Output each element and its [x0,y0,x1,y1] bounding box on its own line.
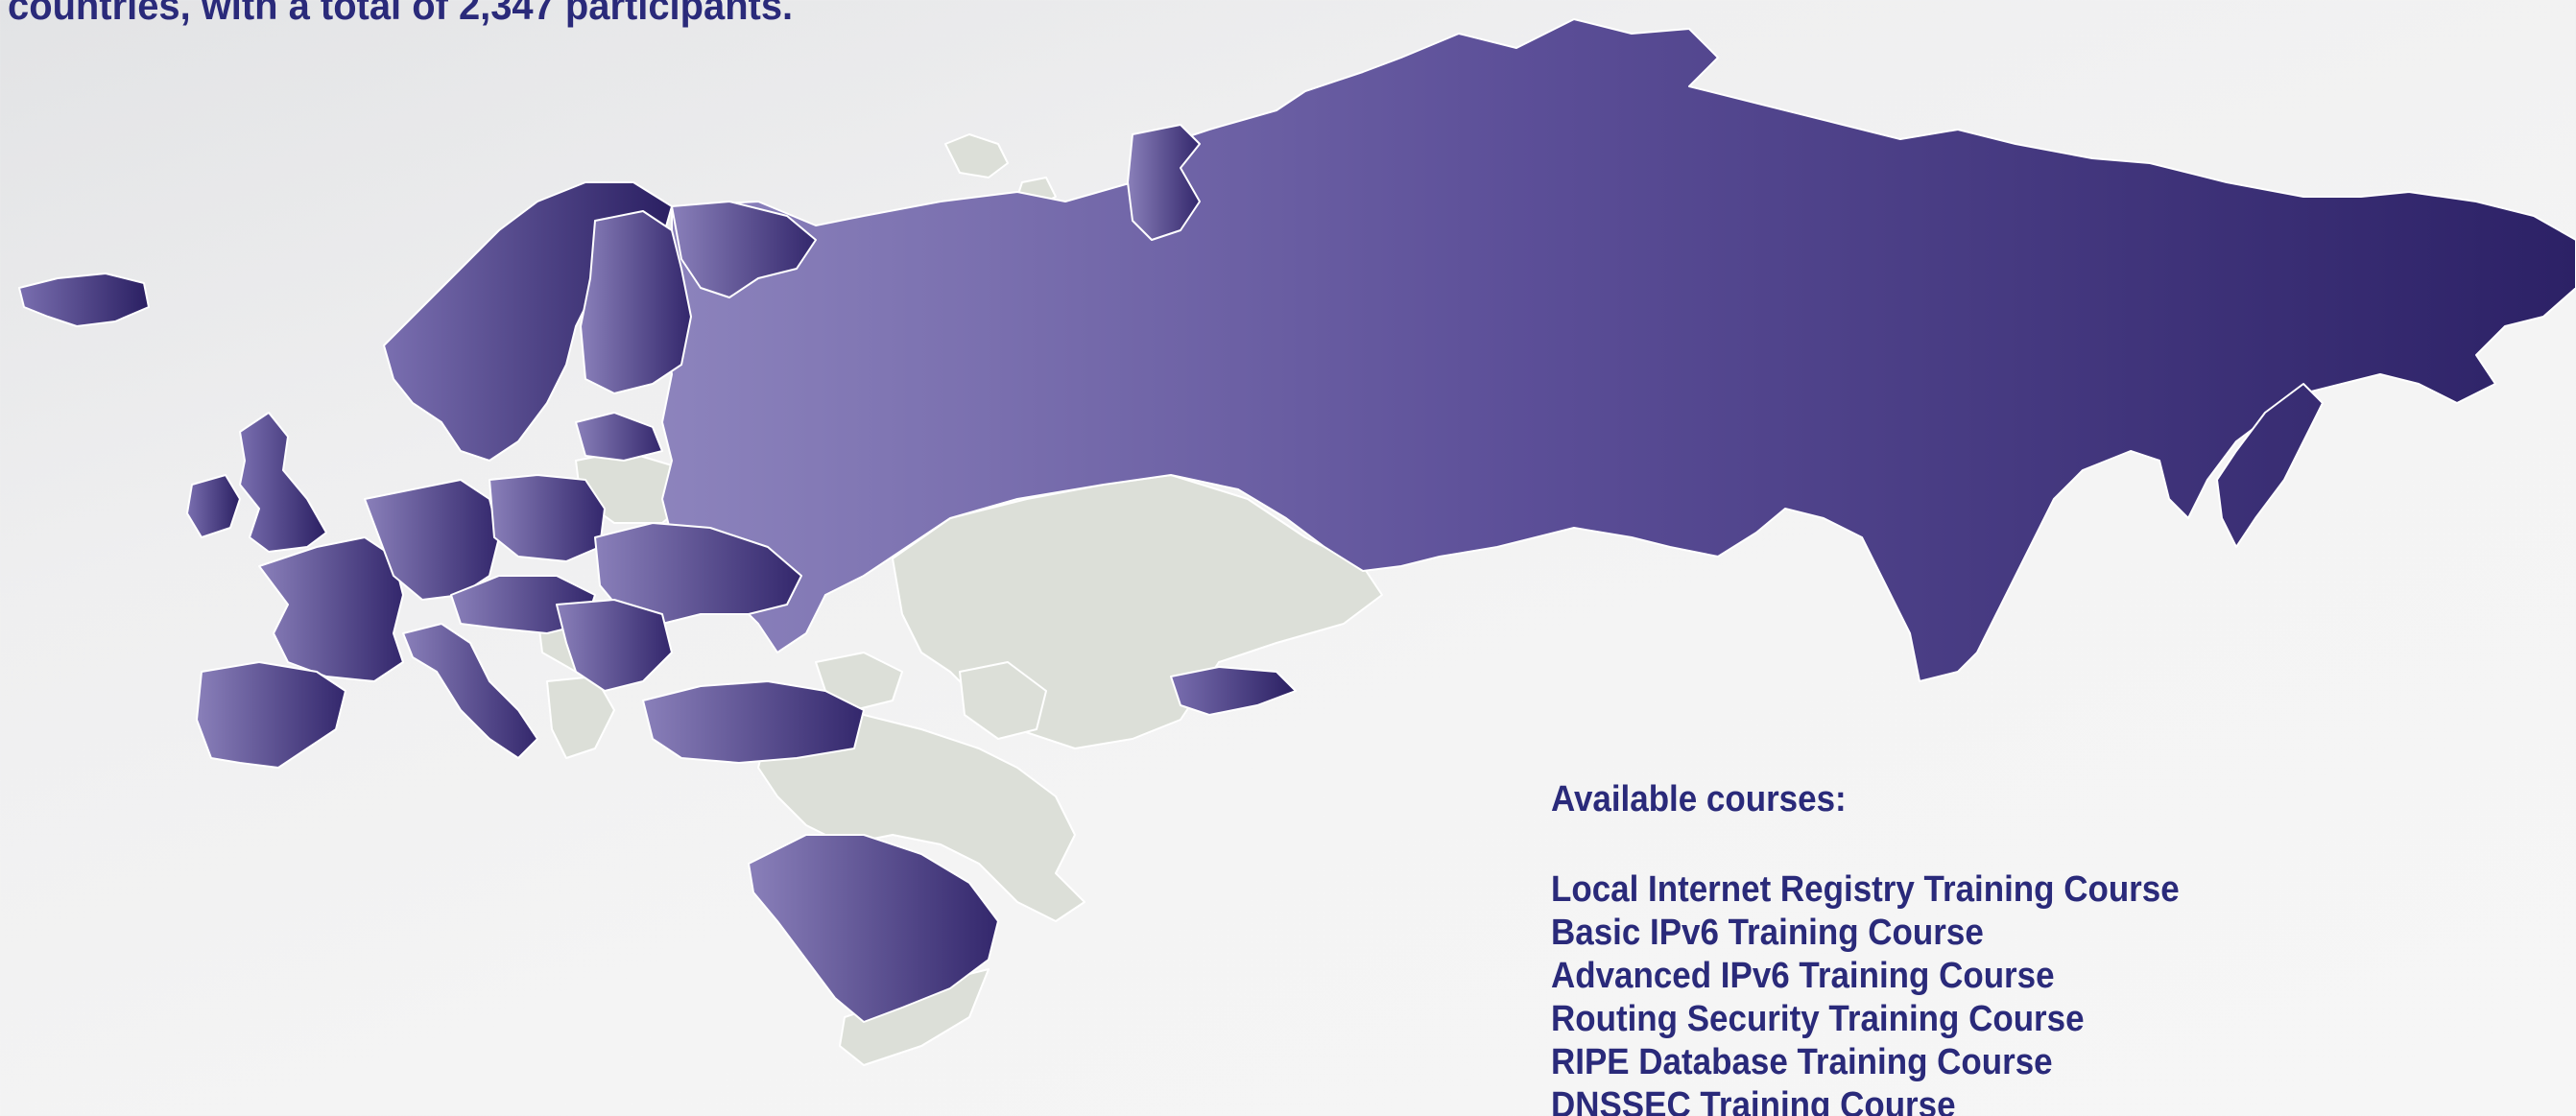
region-sakhalin-kamchatka [2216,383,2324,548]
course-item-ripe-database: RIPE Database Training Course [1551,1042,2053,1082]
courses-panel: Available courses: Local Internet Regist… [1551,774,2234,1116]
headline: countries, with a total of 2,347 partici… [8,0,794,28]
region-uk [239,412,327,553]
region-finland [580,210,692,394]
region-novaya-zemlya [1127,124,1201,241]
region-saudi-arabia [748,834,999,1023]
course-item-lir: Local Internet Registry Training Course [1551,869,2180,910]
region-germany-benelux [364,479,500,601]
course-item-basic-ipv6: Basic IPv6 Training Course [1551,913,1984,953]
course-item-routing-security: Routing Security Training Course [1551,999,2085,1039]
course-item-dnssec: DNSSEC Training Course [1551,1085,1956,1116]
region-baltics [575,412,663,462]
region-kyrgyzstan [1170,666,1297,716]
courses-heading: Available courses: [1551,779,1847,819]
region-kola-peninsula [671,201,817,298]
region-poland [489,474,606,562]
region-svalbard [944,133,1009,178]
region-middle-east [757,709,1085,922]
course-item-advanced-ipv6: Advanced IPv6 Training Course [1551,956,2055,996]
region-france [258,536,404,682]
region-caspian-east [959,661,1047,740]
region-ireland [186,474,241,538]
region-turkey [642,680,865,764]
region-balkans-east [556,599,673,692]
region-italy [402,623,538,759]
region-iceland [18,273,150,327]
region-spain-portugal [196,661,346,769]
course-list: Local Internet Registry Training Course … [1551,868,2234,1116]
